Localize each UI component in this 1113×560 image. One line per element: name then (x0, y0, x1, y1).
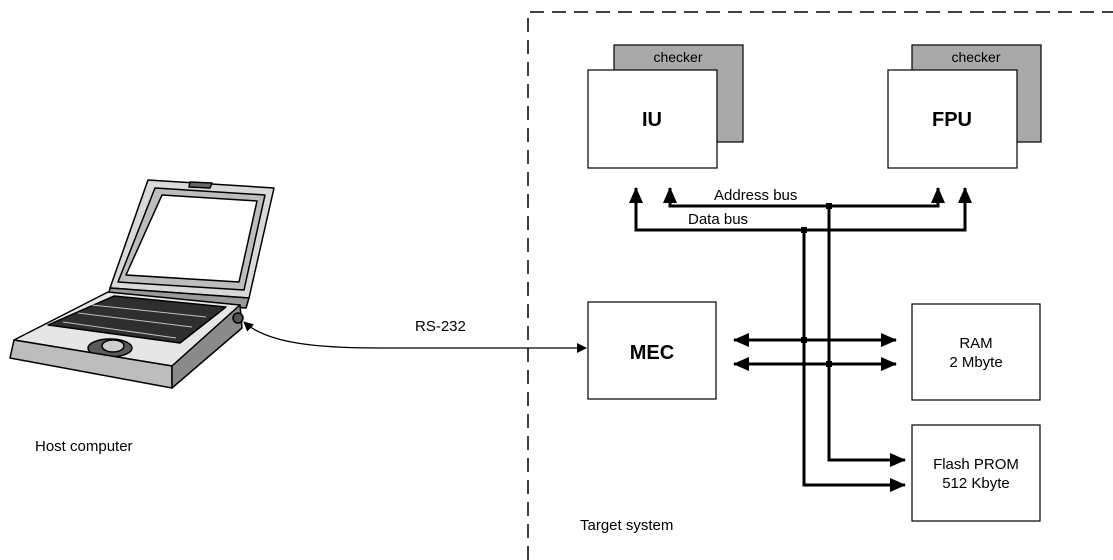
laptop-icon (9, 179, 275, 389)
mec-box (587, 301, 717, 400)
prom-size-label: 512 Kbyte (942, 475, 1010, 492)
iu-box (587, 69, 718, 169)
data-bus (629, 187, 972, 492)
fpu-box (887, 69, 1018, 169)
mec-label: MEC (630, 342, 674, 364)
bus-junctions (801, 203, 832, 367)
ram-size-label: 2 Mbyte (949, 354, 1002, 371)
iu-checker-label: checker (653, 49, 702, 65)
rs232-label: RS-232 (415, 318, 466, 335)
target-system-label: Target system (580, 517, 673, 534)
rs232-link (243, 321, 587, 353)
address-bus-label: Address bus (714, 187, 797, 204)
prom-box (911, 424, 1041, 522)
host-computer-label: Host computer (35, 438, 133, 455)
iu-label: IU (642, 109, 662, 131)
fpu-label: FPU (932, 109, 972, 131)
ram-box (911, 303, 1041, 401)
data-bus-label: Data bus (688, 211, 748, 228)
mec-ram-buses (733, 333, 897, 371)
ram-label: RAM (959, 335, 992, 352)
prom-label: Flash PROM (933, 456, 1019, 473)
fpu-checker-label: checker (951, 49, 1000, 65)
target-system-boundary (527, 11, 1113, 560)
